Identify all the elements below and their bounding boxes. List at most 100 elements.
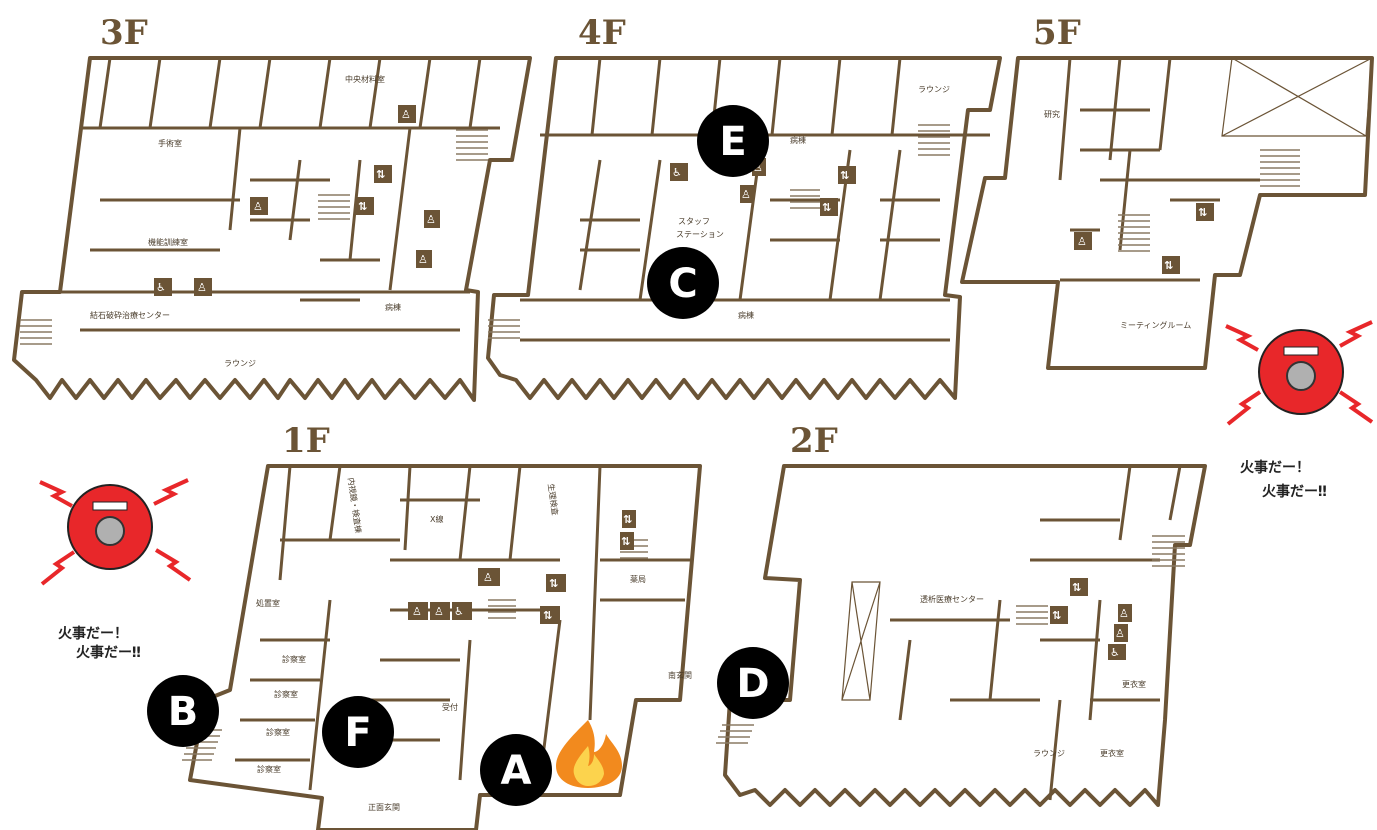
toilet-icon: ♙: [416, 250, 432, 268]
svg-text:♙: ♙: [401, 108, 411, 121]
room-south-entrance: 南玄関: [668, 670, 692, 680]
wheelchair-icon: ♿: [1108, 644, 1126, 660]
elevator-icon: ⇅: [546, 574, 566, 592]
svg-text:♙: ♙: [483, 571, 493, 584]
marker-c: C: [647, 247, 719, 319]
floor-2f-void: [841, 581, 881, 701]
toilet-icon: ♙: [408, 602, 428, 620]
floor-1f-stairs: [182, 539, 648, 761]
elevator-icon: ⇅: [540, 606, 560, 624]
toilet-icon: ♙: [1118, 604, 1132, 622]
floor-1f-walls: [235, 465, 690, 791]
fire-alarm-right: 火事だー！ 火事だー‼: [1225, 320, 1374, 500]
marker-a: A: [480, 734, 552, 806]
elevator-icon: ⇅: [820, 198, 838, 216]
room-ward-4f-bottom: 病棟: [738, 310, 754, 320]
floor-4f-stairs: [488, 124, 950, 339]
marker-d: D: [717, 647, 789, 719]
room-rehab: 機能訓練室: [148, 237, 188, 247]
svg-text:⇅: ⇅: [549, 577, 558, 590]
marker-f: F: [322, 696, 394, 768]
room-central-supply: 中央材料室: [345, 74, 385, 84]
svg-text:⇅: ⇅: [1164, 259, 1173, 272]
room-lounge-4f: ラウンジ: [918, 85, 950, 94]
wheelchair-icon: ♿: [452, 602, 472, 620]
fire-icon: [556, 720, 622, 788]
svg-text:⇅: ⇅: [623, 513, 632, 526]
svg-text:⇅: ⇅: [543, 609, 552, 622]
floor-2f: 2F 透析医療センター 更衣室 更衣室 ラウンジ ⇅ ⇅ ♙ ♙ ♿: [716, 421, 1207, 807]
wheelchair-icon: ♿: [154, 278, 172, 296]
room-lounge: ラウンジ: [224, 359, 256, 368]
svg-text:♙: ♙: [418, 253, 428, 266]
marker-c-label: C: [668, 261, 697, 307]
alarm-left-caption-1: 火事だー！: [58, 625, 128, 642]
elevator-icon: ⇅: [374, 165, 392, 183]
elevator-icon: ⇅: [356, 197, 374, 215]
room-lounge-2f: ラウンジ: [1033, 749, 1065, 758]
toilet-icon: ♙: [424, 210, 440, 228]
marker-b: B: [147, 675, 219, 747]
toilet-icon: ♙: [250, 197, 268, 215]
floor-5f-walls: [1058, 57, 1260, 282]
room-locker-2: 更衣室: [1100, 748, 1124, 758]
room-stone-center: 結石破砕治療センター: [90, 310, 170, 320]
svg-text:⇅: ⇅: [840, 169, 849, 182]
svg-text:♙: ♙: [741, 188, 751, 201]
floor-2f-title: 2F: [790, 421, 838, 461]
svg-text:♿: ♿: [1110, 646, 1120, 659]
marker-e: E: [697, 105, 769, 177]
alarm-right-caption-2: 火事だー‼: [1262, 483, 1327, 500]
room-exam-3: 診察室: [266, 727, 290, 737]
room-main-entrance: 正面玄関: [368, 802, 400, 812]
floor-1f-title: 1F: [282, 421, 330, 461]
svg-text:♙: ♙: [1119, 607, 1129, 620]
alarm-right-caption-1: 火事だー！: [1240, 459, 1310, 476]
toilet-icon: ♙: [398, 105, 416, 123]
elevator-icon: ⇅: [1196, 203, 1214, 221]
svg-text:♙: ♙: [753, 161, 763, 174]
svg-text:♙: ♙: [253, 200, 263, 213]
floor-2f-stairs: [716, 535, 1185, 744]
floor-5f-void: [1221, 57, 1373, 137]
floor-3f-title: 3F: [100, 13, 148, 53]
svg-text:♙: ♙: [426, 213, 436, 226]
room-surgery: 手術室: [158, 138, 182, 148]
svg-text:⇅: ⇅: [621, 535, 630, 548]
floor-3f-walls: [60, 57, 500, 332]
room-ward: 病棟: [385, 302, 401, 312]
room-exam-1: 診察室: [282, 654, 306, 664]
room-exam-4: 診察室: [257, 764, 281, 774]
toilet-icon: ♙: [194, 278, 212, 296]
floor-5f-title: 5F: [1033, 13, 1081, 53]
svg-text:♿: ♿: [454, 605, 464, 618]
toilet-icon: ♙: [1114, 624, 1128, 642]
floor-5f: 5F 研究 ミーティングルーム ⇅ ♙ ⇅: [960, 13, 1374, 370]
svg-text:♿: ♿: [156, 281, 166, 294]
elevator-icon: ⇅: [1050, 606, 1068, 624]
elevator-icon: ⇅: [838, 166, 856, 184]
floor-4f: 4F ラウンジ 病棟 スタッフ ステーション 病棟 ♿ ♙ ♙ ⇅ ⇅: [486, 13, 1002, 400]
floor-3f-stairs: [20, 129, 488, 345]
marker-e-label: E: [719, 119, 746, 165]
floor-4f-outline: [486, 56, 1002, 400]
room-ward-4f-top: 病棟: [790, 135, 806, 145]
svg-text:♙: ♙: [1077, 235, 1087, 248]
room-endoscopy: 内視鏡・検査棟: [346, 477, 364, 534]
marker-d-label: D: [736, 661, 769, 707]
svg-text:♙: ♙: [197, 281, 207, 294]
elevator-icon: ⇅: [620, 532, 634, 550]
svg-text:♙: ♙: [434, 605, 444, 618]
elevator-icon: ⇅: [1070, 578, 1088, 596]
floor-2f-walls: [890, 465, 1182, 801]
floor-1f: 1F 内視鏡・検査棟 X線 生理検査 薬局 処置室 診察室 診察室 診察室 診察…: [182, 421, 702, 830]
floor-3f-outline: [12, 56, 532, 402]
room-treatment: 処置室: [256, 598, 280, 608]
svg-text:⇅: ⇅: [822, 201, 831, 214]
floor-4f-walls: [520, 57, 990, 342]
svg-text:⇅: ⇅: [358, 200, 367, 213]
alarm-left-caption-2: 火事だー‼: [76, 644, 141, 661]
floor-2f-outline: [723, 464, 1207, 807]
room-dialysis-center: 透析医療センター: [920, 594, 984, 604]
